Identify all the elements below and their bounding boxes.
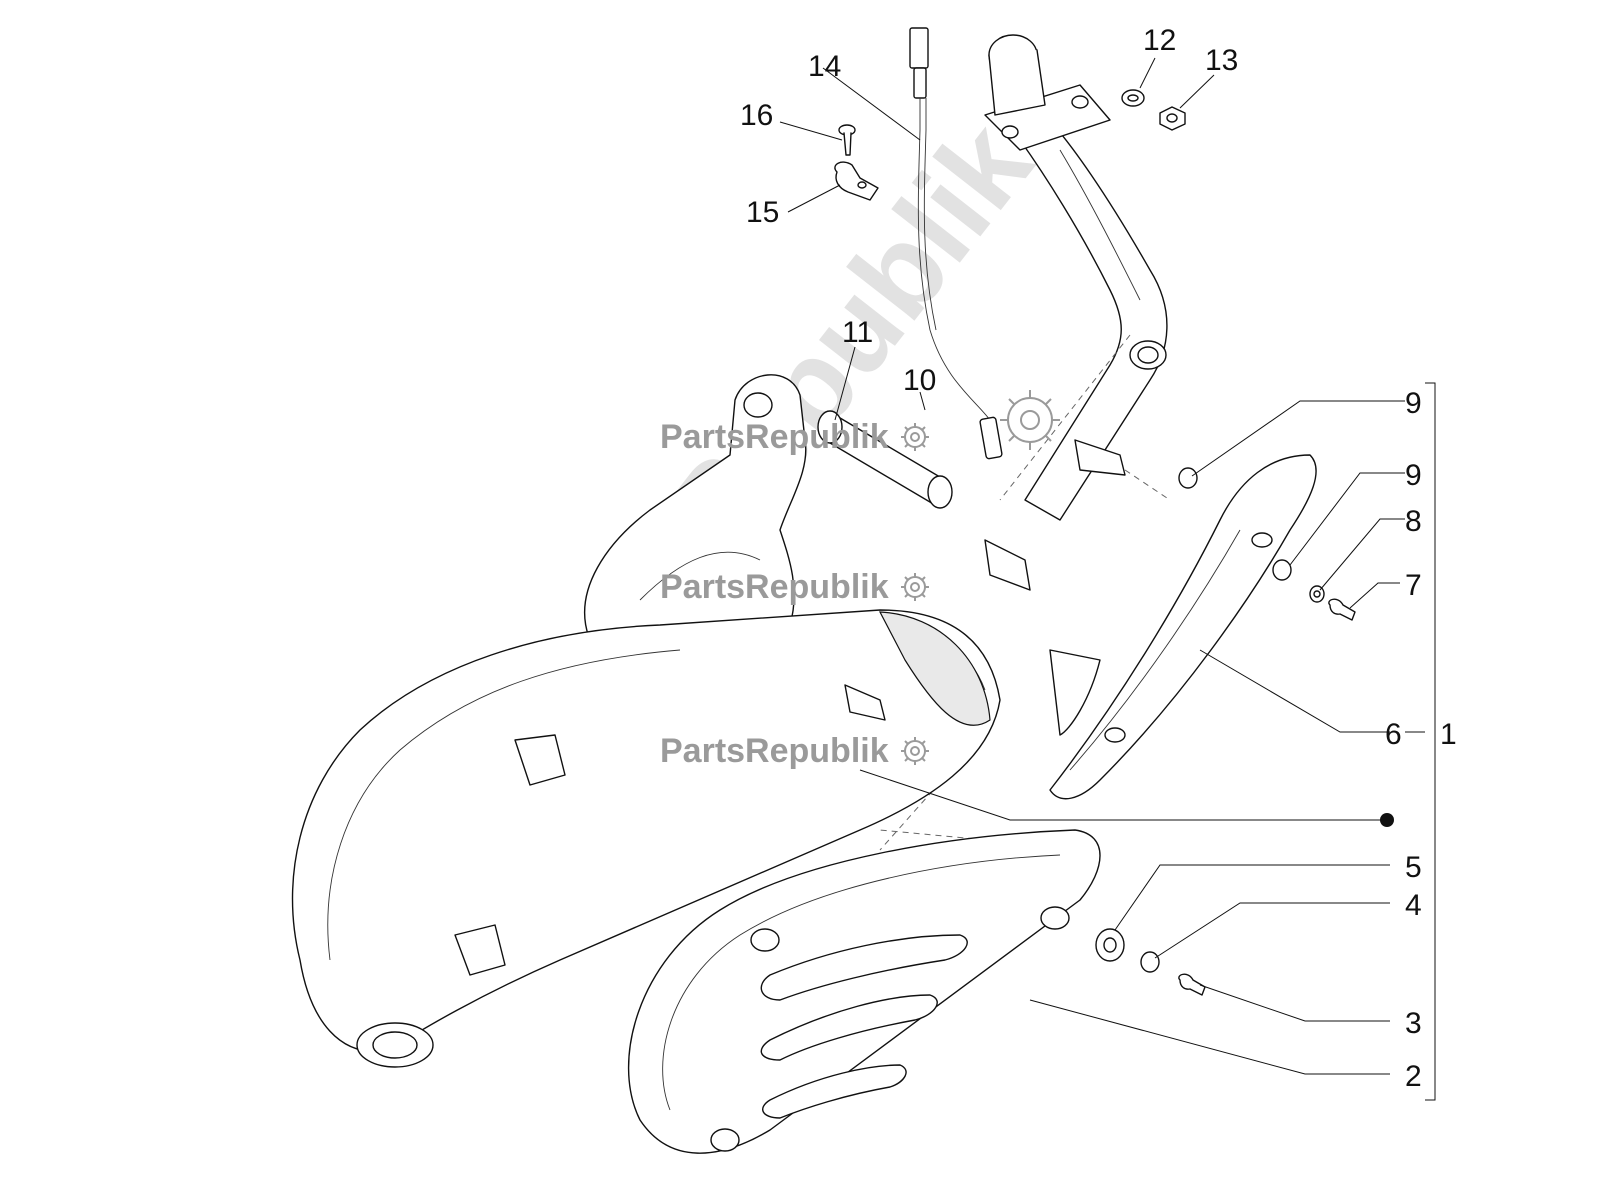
silencer-body <box>291 609 1001 1068</box>
callout-4: 4 <box>1405 889 1422 922</box>
callout-2: 2 <box>1405 1060 1422 1093</box>
connection-dot <box>1380 813 1394 827</box>
nut-13 <box>1159 106 1186 131</box>
callout-16: 16 <box>740 99 773 132</box>
callout-7: 7 <box>1405 569 1422 602</box>
watermark-brand-1: PartsRepublik <box>660 418 929 456</box>
gear-icon <box>901 423 929 451</box>
pipe-heat-shield <box>1049 454 1317 800</box>
watermark-text: PartsRepublik <box>660 568 889 606</box>
watermark-brand-3: PartsRepublik <box>660 732 929 770</box>
silencer-heat-shield <box>627 829 1101 1154</box>
callout-labels: 1 2 3 4 5 6 7 8 9 9 10 11 12 13 14 16 15 <box>740 24 1457 1093</box>
watermark-text: PartsRepublik <box>660 732 889 770</box>
callout-12: 12 <box>1143 24 1176 57</box>
callout-9-upper: 9 <box>1405 387 1422 420</box>
callout-6: 6 <box>1385 718 1402 751</box>
grommet-5 <box>1095 928 1125 962</box>
callout-15: 15 <box>746 196 779 229</box>
washer-12 <box>1121 89 1145 107</box>
watermark-text: PartsRepublik <box>660 418 889 456</box>
grommet-9-lower <box>1272 559 1292 581</box>
gear-icon <box>901 573 929 601</box>
gear-icon-large <box>1000 390 1060 450</box>
callout-5: 5 <box>1405 851 1422 884</box>
bolt-3 <box>1178 973 1206 996</box>
watermark-brand-2: PartsRepublik <box>660 568 929 606</box>
callout-1: 1 <box>1440 718 1457 751</box>
exhaust-header-pipe <box>984 34 1168 591</box>
callout-8: 8 <box>1405 505 1422 538</box>
callout-10: 10 <box>903 364 936 397</box>
callout-11: 11 <box>842 316 873 349</box>
callout-14: 14 <box>808 50 841 83</box>
rubber-bushing <box>817 410 953 509</box>
screw-16 <box>838 124 856 156</box>
bolt-7 <box>1328 598 1356 621</box>
grommet-9-upper <box>1178 467 1198 489</box>
callout-3: 3 <box>1405 1007 1422 1040</box>
leader-lines <box>779 57 1436 1101</box>
lambda-sensor <box>909 27 1003 460</box>
callout-13: 13 <box>1205 44 1238 77</box>
washer-4 <box>1140 951 1160 973</box>
gear-icon <box>901 737 929 765</box>
callout-9-lower: 9 <box>1405 459 1422 492</box>
clip-15 <box>834 161 879 201</box>
